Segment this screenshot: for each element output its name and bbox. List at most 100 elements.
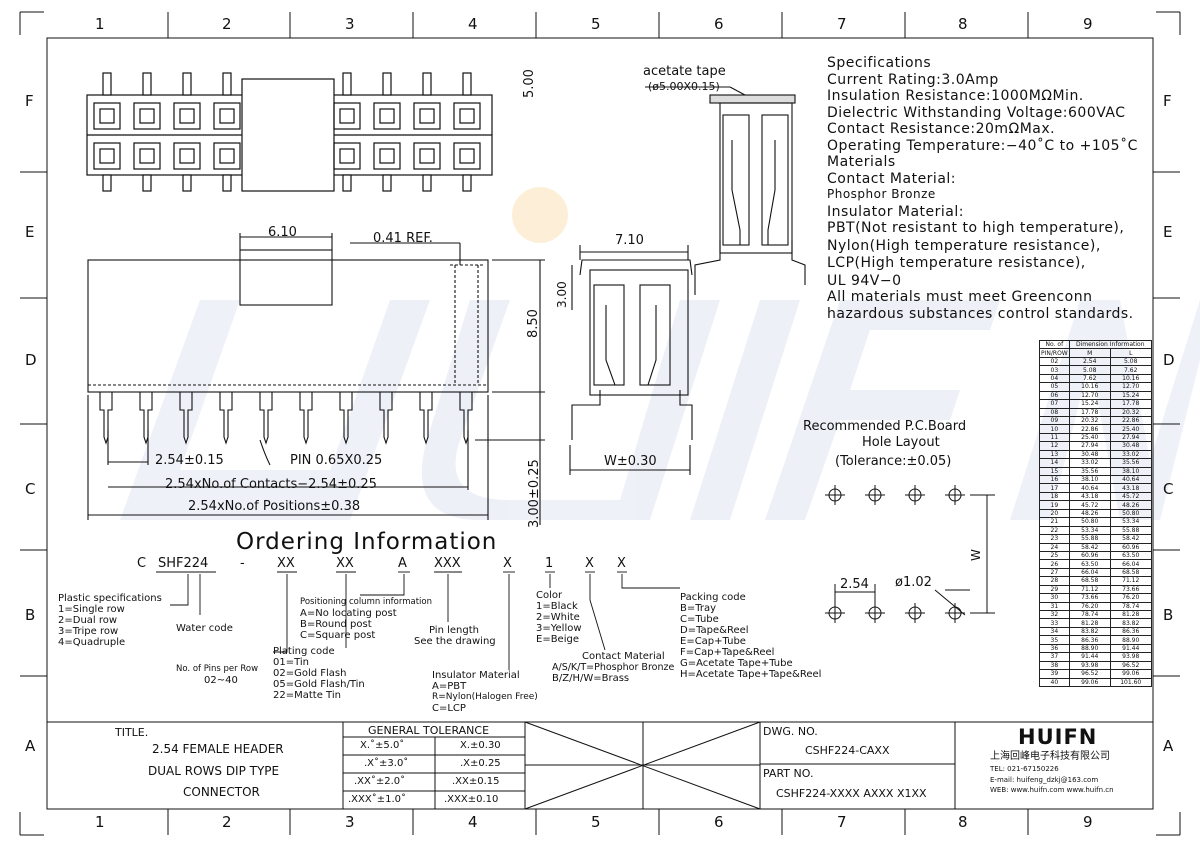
pin-end [222,72,232,96]
dim-pitch: 2.54±0.15 [155,453,224,468]
row-letter: C [1163,480,1174,498]
ordering-plating: Plating code 01=Tin 02=Gold Flash 05=Gol… [273,646,365,701]
ordering-contact: Contact Material A/S/K/T=Phosphor Bronze… [552,651,674,684]
row-letter: D [25,351,37,369]
code-part: X [617,556,626,571]
contact-cell-inner [179,108,195,124]
dwg-label: DWG. NO. [763,725,818,738]
dim-7-10: 7.10 [615,233,644,248]
ordering-line: C=Square post [300,630,376,641]
contact-cell-inner [179,148,195,164]
spec-line: Dielectric Withstanding Voltage:600VAC [827,104,1126,121]
col-number: 6 [714,813,724,831]
ordering-positioning: Positioning column information A=No loca… [300,597,432,641]
ordering-line: 01=Tin [273,657,310,668]
contact-cell-inner [99,108,115,124]
acetate-label: acetate tape [643,64,726,79]
contact-cell-inner [99,148,115,164]
contact-cell [373,102,401,130]
row-letter: F [1163,92,1172,110]
ordering-line: C=Tube [680,614,719,625]
pcb-hole-layout [825,485,995,623]
ordering-line: A=PBT [432,681,467,692]
pin-tail [139,392,153,445]
contact-cell [373,142,401,170]
spec-line: UL 94V−0 [827,272,902,289]
spec-line: PBT(Not resistant to high temperature), [827,220,1125,236]
ordering-water: Water code [176,623,233,634]
contact-cell [333,142,361,170]
contact-cell-inner [339,108,355,124]
code-part: XX [336,556,354,571]
col-number: 5 [591,813,601,831]
ordering-color: Color 1=Black 2=White 3=Yellow E=Beige [536,590,582,645]
code-part: SHF224 [158,556,209,571]
spec-line: Phosphor Bronze [827,187,936,201]
ordering-line: A=No locating post [300,608,397,619]
pin-end [142,174,152,192]
contact-cell [173,102,201,130]
ordering-line: 3=Tripe row [58,626,119,637]
col-number: 1 [95,813,105,831]
pin-end [182,174,192,192]
side-view-drawing [569,86,806,475]
row-letter: C [25,480,36,498]
pin-end [342,174,352,192]
spec-line: Current Rating:3.0Amp [827,71,999,88]
code-part: C [137,556,147,571]
code-part: XXX [434,556,461,571]
col-number: 9 [1083,813,1093,831]
table-cell: 101.60 [1109,677,1152,687]
pin-tail [259,392,273,445]
pin-tail [219,392,233,445]
ordering-line: 1=Black [536,601,578,612]
contact-cell-inner [459,148,475,164]
ordering-line: 3=Yellow [536,623,582,634]
col-number: 5 [591,15,601,33]
ordering-line: Insulator Material [432,670,520,681]
contact-cell [413,102,441,130]
code-part: X [503,556,512,571]
company-email: E-mail: huifeng_dzkj@163.com [990,776,1099,784]
contact-cell [413,142,441,170]
tolerance-cell: X.±0.30 [460,740,501,751]
tolerance-cell: .XXX˚±1.0˚ [348,794,407,805]
contact-cell-inner [419,148,435,164]
col-number: 2 [222,813,232,831]
pin-end [462,72,472,96]
tolerance-header: GENERAL TOLERANCE [368,724,490,737]
title-line: 2.54 FEMALE HEADER [152,742,284,756]
col-number: 7 [837,15,847,33]
dim-pin: PIN 0.65X0.25 [290,453,383,468]
contact-cell [213,142,241,170]
ordering-line: See the drawing [414,636,496,647]
ordering-pins: No. of Pins per Row 02~40 [176,664,258,686]
col-number: 3 [345,15,355,33]
col-number: 4 [468,813,478,831]
pin-tail [99,392,113,445]
ordering-line: R=Nylon(Halogen Free) [432,692,538,702]
spec-line: Nylon(High temperature resistance), [827,237,1101,254]
pin-end [102,72,112,96]
ordering-line: Plastic specifications [58,593,162,604]
pin-tail [179,392,193,445]
contact-cell [453,142,481,170]
spec-line: hazardous substances control standards. [827,305,1134,322]
pcb-hole-dia: ø1.02 [895,575,932,590]
row-letter: E [1163,223,1173,241]
pin-end [382,174,392,192]
ordering-line: D=Tape&Reel [680,625,749,636]
pcb-tolerance: (Tolerance:±0.05) [835,454,952,469]
col-number: 7 [837,813,847,831]
ordering-pinlength: Pin length See the drawing [414,625,496,647]
col-number: 6 [714,15,724,33]
contact-cell-inner [339,148,355,164]
spec-line: All materials must meet Greenconn [827,289,1093,305]
spec-line: Operating Temperature:−40˚C to +105˚C [827,137,1138,154]
pin-end [382,72,392,96]
company-name: 上海回峰电子科技有限公司 [990,751,1110,762]
